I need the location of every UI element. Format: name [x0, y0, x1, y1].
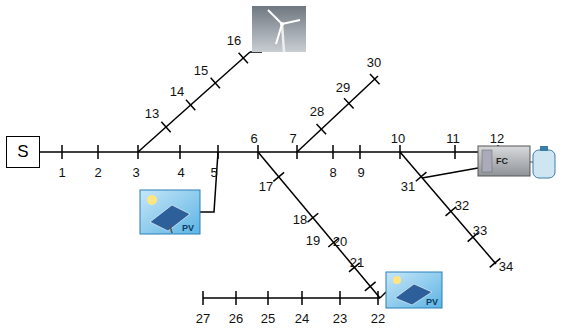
bus-number: 33: [473, 224, 487, 237]
bus-tick: [202, 291, 204, 305]
bus-number: 7: [289, 132, 296, 145]
bus-tick: [344, 98, 354, 108]
bus-number: 18: [293, 213, 307, 226]
feeder-line: [40, 151, 498, 153]
bus-tick: [399, 145, 401, 159]
bus-tick: [377, 291, 379, 305]
fuel-cell: [478, 146, 555, 178]
source-tag: PV: [182, 224, 194, 233]
bus-tick: [339, 291, 341, 305]
bus-tick: [490, 258, 501, 267]
bus-tick: [235, 291, 237, 305]
bus-number: 29: [336, 81, 350, 94]
feeder-line: [138, 52, 250, 152]
bus-number: 2: [94, 166, 101, 179]
bus-number: 25: [261, 312, 275, 325]
source-tag: FC: [496, 157, 508, 166]
bus-tick: [186, 100, 195, 110]
bus-tick: [359, 145, 361, 159]
bus-tick: [296, 145, 298, 159]
feeder-line: [297, 76, 378, 152]
bus-tick: [332, 145, 334, 159]
bus-tick: [308, 213, 319, 222]
bus-number: 5: [210, 166, 217, 179]
bus-number: 17: [259, 180, 273, 193]
bus-number: 6: [250, 132, 257, 145]
bus-number: 27: [196, 312, 210, 325]
feeder-line: [203, 297, 380, 299]
feeder-line: [258, 152, 380, 298]
bus-number: 16: [227, 34, 241, 47]
bus-tick: [301, 291, 303, 305]
bus-number: 30: [367, 56, 381, 69]
bus-number: 11: [446, 132, 460, 145]
bus-number: 3: [132, 166, 139, 179]
bus-tick: [267, 291, 269, 305]
bus-tick: [370, 74, 380, 84]
bus-number: 10: [391, 132, 405, 145]
bus-tick: [239, 53, 248, 63]
bus-number: 32: [455, 199, 469, 212]
source-tag: PV: [426, 298, 438, 307]
feeder-line: [380, 292, 386, 298]
bus-tick: [446, 207, 457, 216]
bus-number: 23: [333, 312, 347, 325]
bus-number: 20: [333, 235, 347, 248]
bus-number: 15: [194, 64, 208, 77]
bus-number: 22: [371, 312, 385, 325]
bus-number: 13: [145, 107, 159, 120]
bus-tick: [416, 172, 427, 181]
wind-turbine: [252, 6, 306, 52]
bus-tick: [137, 145, 139, 159]
bus-number: 9: [357, 166, 364, 179]
bus-tick: [211, 78, 220, 88]
bus-number: 1: [58, 166, 65, 179]
bus-tick: [454, 145, 456, 159]
bus-number: 4: [177, 166, 184, 179]
bus-tick: [365, 282, 376, 291]
bus-number: 14: [170, 85, 184, 98]
bus-tick: [97, 145, 99, 159]
bus-number: 31: [401, 180, 415, 193]
node-label: S: [17, 142, 28, 162]
bus-tick: [317, 124, 327, 134]
bus-number: 26: [229, 312, 243, 325]
bus-number: 28: [310, 105, 324, 118]
bus-number: 19: [306, 234, 320, 247]
bus-tick: [61, 145, 63, 159]
bus-tick: [273, 172, 284, 181]
bus-tick: [161, 122, 170, 132]
feeder-line: [200, 152, 218, 212]
bus-tick: [217, 145, 219, 159]
bus-number: 8: [329, 166, 336, 179]
bus-tick: [257, 145, 259, 159]
bus-number: 24: [295, 312, 309, 325]
feeder-line: [422, 168, 478, 178]
source-box: S: [6, 136, 40, 168]
pv-panel: [140, 190, 200, 234]
bus-number: 12: [490, 132, 504, 145]
bus-tick: [179, 145, 181, 159]
bus-number: 21: [350, 256, 364, 269]
bus-number: 34: [499, 260, 513, 273]
pv-panel: [386, 272, 442, 308]
